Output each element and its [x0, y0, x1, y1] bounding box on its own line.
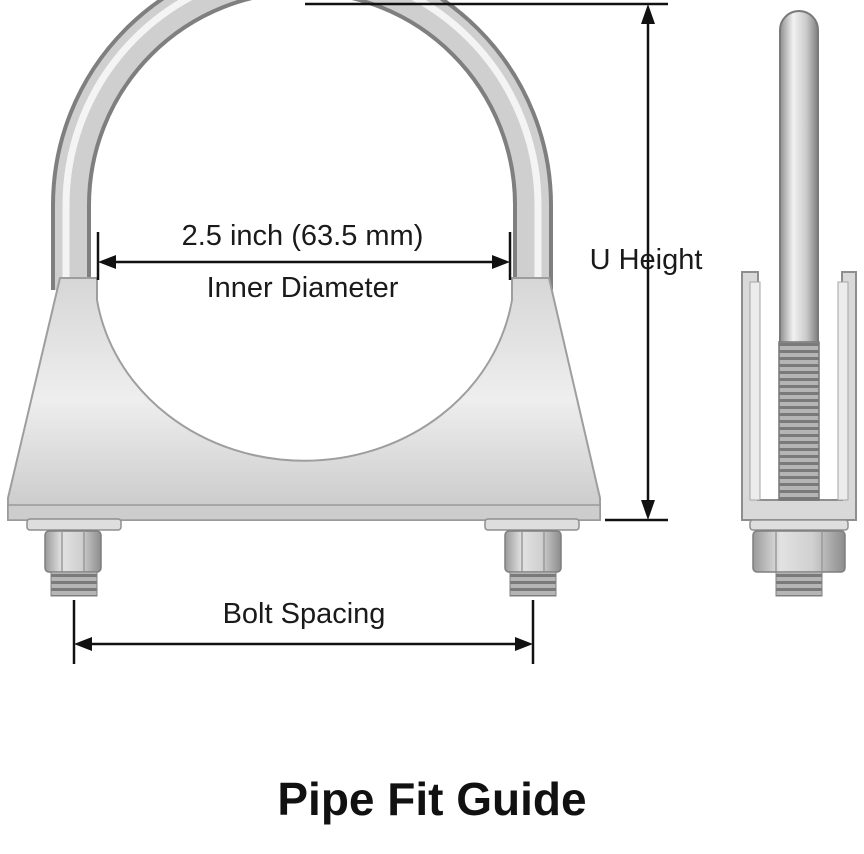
- saddle-plate: [7, 277, 601, 521]
- left-bolt-assembly: [26, 518, 122, 597]
- page-title: Pipe Fit Guide: [277, 773, 587, 825]
- right-bolt-assembly: [484, 518, 580, 597]
- inner-diameter-dimension: [96, 232, 512, 280]
- inner-diameter-size: 2.5 inch (63.5 mm): [181, 220, 424, 252]
- bolt-spacing-label: Bolt Spacing: [222, 598, 386, 630]
- bolt-spacing-dimension: [72, 600, 535, 664]
- u-bolt-front: [51, 0, 553, 290]
- u-height-dimension: [305, 2, 668, 522]
- saddle-plate-edge: [7, 504, 601, 521]
- u-height-label: U Height: [589, 244, 703, 276]
- inner-diameter-label: Inner Diameter: [206, 272, 399, 304]
- u-bolt-side-view: [741, 10, 857, 597]
